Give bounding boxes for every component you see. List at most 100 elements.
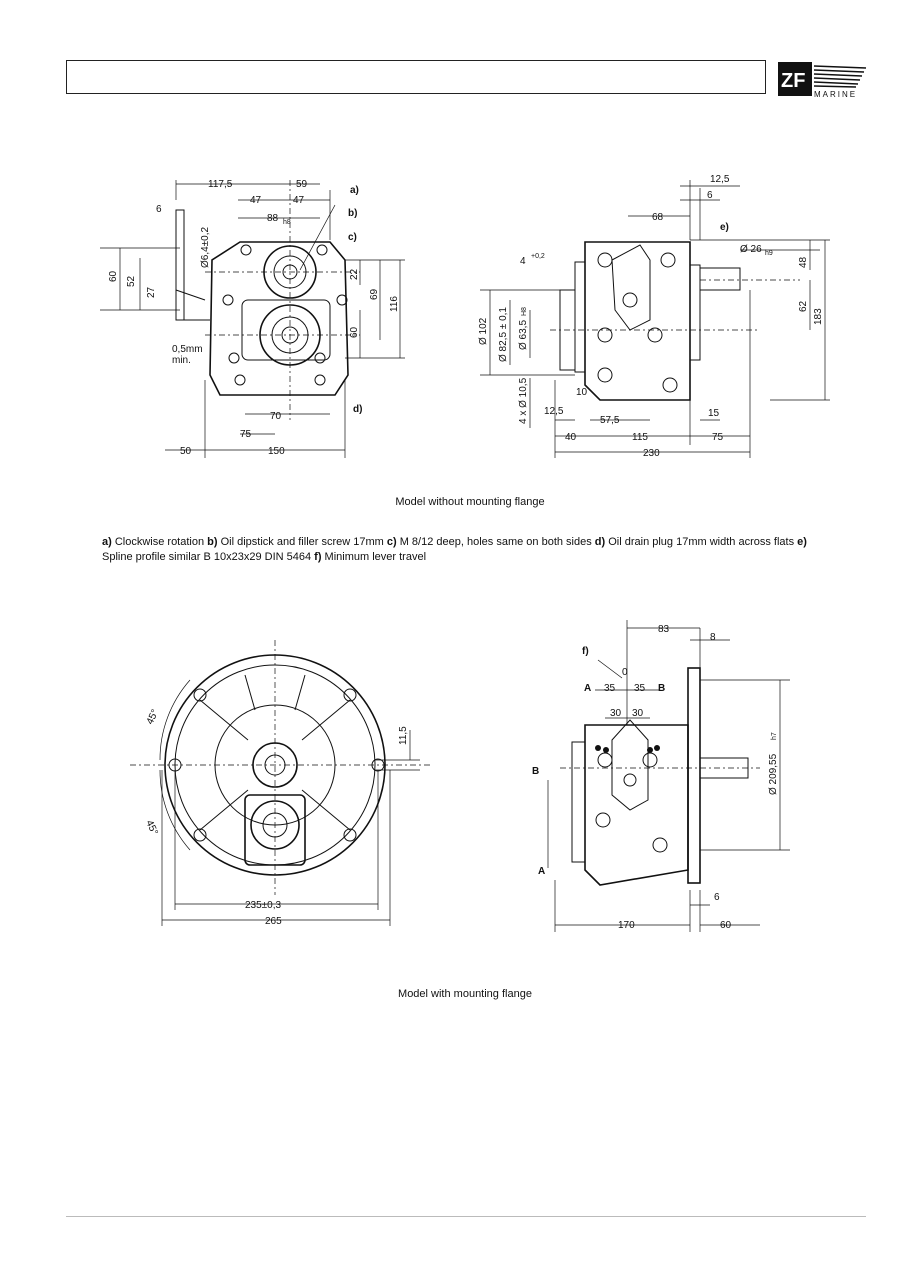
dimension-label: 4: [520, 256, 526, 267]
dimension-label: 75: [240, 429, 252, 440]
dimension-label: 59: [296, 179, 308, 190]
dimension-label: Ø 102: [478, 317, 489, 345]
bottom-figure-caption: Model with mounting flange: [398, 988, 532, 1000]
legend-text-b: Oil dipstick and filler screw 17mm: [217, 536, 387, 548]
dimension-label: 116: [389, 296, 400, 312]
front-view-labels: 117,5 59 47 47 88 h8 6 Ø6,4±0,2 60 52 27…: [108, 179, 400, 457]
flange-side-dimensions: [547, 620, 790, 932]
legend-key-e: e): [797, 536, 807, 548]
dimension-label: 12,5: [544, 406, 564, 417]
flange-front-labels: 45° 45° 11,5 235±0,3 265: [143, 708, 409, 927]
zf-marine-logo: ZF MARINE: [778, 62, 867, 99]
dimension-label: min.: [172, 355, 191, 366]
dimension-label: Ø 82,5 ± 0,1: [498, 307, 509, 362]
legend-key-f: f): [314, 551, 322, 563]
flange-front-view: [130, 640, 430, 895]
legend-text-f: Minimum lever travel: [321, 551, 427, 563]
dimension-label: B: [532, 766, 539, 777]
dimension-label: 183: [813, 308, 824, 325]
dimension-label: A: [584, 683, 591, 694]
legend-text-a: Clockwise rotation: [111, 536, 208, 548]
dimension-label: 47: [293, 195, 305, 206]
dimension-label: 60: [108, 270, 119, 282]
dimension-label: 50: [180, 446, 192, 457]
footer-rule: [66, 1216, 866, 1217]
dimension-label: +0,2: [531, 253, 545, 260]
dimension-label: 8: [710, 632, 716, 643]
dimension-label: Ø 209,55: [768, 753, 779, 795]
dimension-label: 265: [265, 916, 282, 927]
dimension-label: 15: [708, 408, 720, 419]
dimension-label: c): [348, 232, 357, 243]
dimension-label: H8: [521, 307, 528, 316]
dimension-label: f): [582, 646, 589, 657]
legend-text-d: Oil drain plug 17mm width across flats: [605, 536, 798, 548]
dimension-label: 10: [576, 387, 588, 398]
dimension-label: 230: [643, 448, 660, 459]
dimension-label: 47: [250, 195, 262, 206]
dimension-label: 35: [634, 683, 646, 694]
dimension-label: 70: [270, 411, 282, 422]
top-figure-caption: Model without mounting flange: [395, 496, 545, 508]
dimension-label: 52: [126, 275, 137, 287]
front-view-housing: [175, 180, 360, 420]
legend-key-c: c): [386, 536, 397, 548]
logo-mark: ZF: [781, 70, 805, 92]
legend-key-b: b): [207, 536, 218, 548]
dimension-label: 6: [156, 204, 162, 215]
dimension-label: 11,5: [398, 726, 409, 745]
legend-key-d: d): [594, 536, 606, 548]
dimension-label: 62: [798, 300, 809, 312]
dimension-label: 117,5: [208, 179, 233, 190]
dimension-label: 4 x Ø 10,5: [518, 377, 529, 424]
flange-side-labels: 83 8 f) 0 A 35 35 B 30 30 Ø 209,55 h7 B …: [532, 624, 779, 931]
side-view-dimensions: [480, 180, 830, 458]
header-title-box: [66, 60, 766, 94]
dimension-label: 0: [622, 667, 628, 678]
dimension-label: 69: [369, 288, 380, 300]
dimension-label: 6: [707, 190, 713, 201]
logo-word: MARINE: [814, 90, 857, 99]
dimension-label: 83: [658, 624, 670, 635]
legend: a) Clockwise rotation b) Oil dipstick an…: [102, 535, 837, 565]
dimension-label: 0,5mm: [172, 344, 203, 355]
dimension-label: h9: [765, 250, 773, 257]
dimension-label: 27: [146, 286, 157, 298]
dimension-label: e): [720, 222, 729, 233]
dimension-label: 48: [798, 256, 809, 268]
legend-text-e: Spline profile similar B 10x23x29 DIN 54…: [102, 551, 315, 563]
dimension-label: 6: [714, 892, 720, 903]
dimension-label: 60: [720, 920, 732, 931]
dimension-label: b): [348, 208, 357, 219]
dimension-label: Ø 63,5: [518, 320, 529, 350]
dimension-label: h7: [771, 732, 778, 740]
dimension-label: Ø 26: [740, 244, 762, 255]
dimension-label: 30: [632, 708, 644, 719]
flange-front-dimensions: [161, 730, 420, 926]
dimension-label: 115: [632, 432, 648, 443]
dimension-label: 170: [618, 920, 635, 931]
side-view-labels: 12,5 6 68 e) Ø 26 h9 48 62 183 4 +0,2 Ø …: [478, 174, 824, 459]
dimension-label: h8: [283, 219, 291, 226]
legend-key-a: a): [102, 536, 112, 548]
dimension-label: 235±0,3: [245, 900, 282, 911]
dimension-label: 30: [610, 708, 622, 719]
legend-text-c: M 8/12 deep, holes same on both sides: [396, 536, 595, 548]
dimension-label: 35: [604, 683, 616, 694]
dimension-label: 60: [349, 326, 360, 338]
dimension-label: a): [350, 185, 359, 196]
dimension-label: 22: [349, 268, 360, 280]
dimension-label: 57,5: [600, 415, 620, 426]
dimension-label: 45°: [145, 708, 161, 726]
dimension-label: 40: [565, 432, 577, 443]
dimension-label: d): [353, 404, 362, 415]
dimension-label: B: [658, 683, 665, 694]
dimension-label: 88: [267, 213, 279, 224]
flange-side-view: [560, 667, 760, 886]
dimension-label: 75: [712, 432, 724, 443]
dimension-label: Ø6,4±0,2: [200, 226, 211, 268]
dimension-label: 68: [652, 212, 664, 223]
front-view-dimensions: [100, 180, 405, 458]
dimension-label: 150: [268, 446, 285, 457]
